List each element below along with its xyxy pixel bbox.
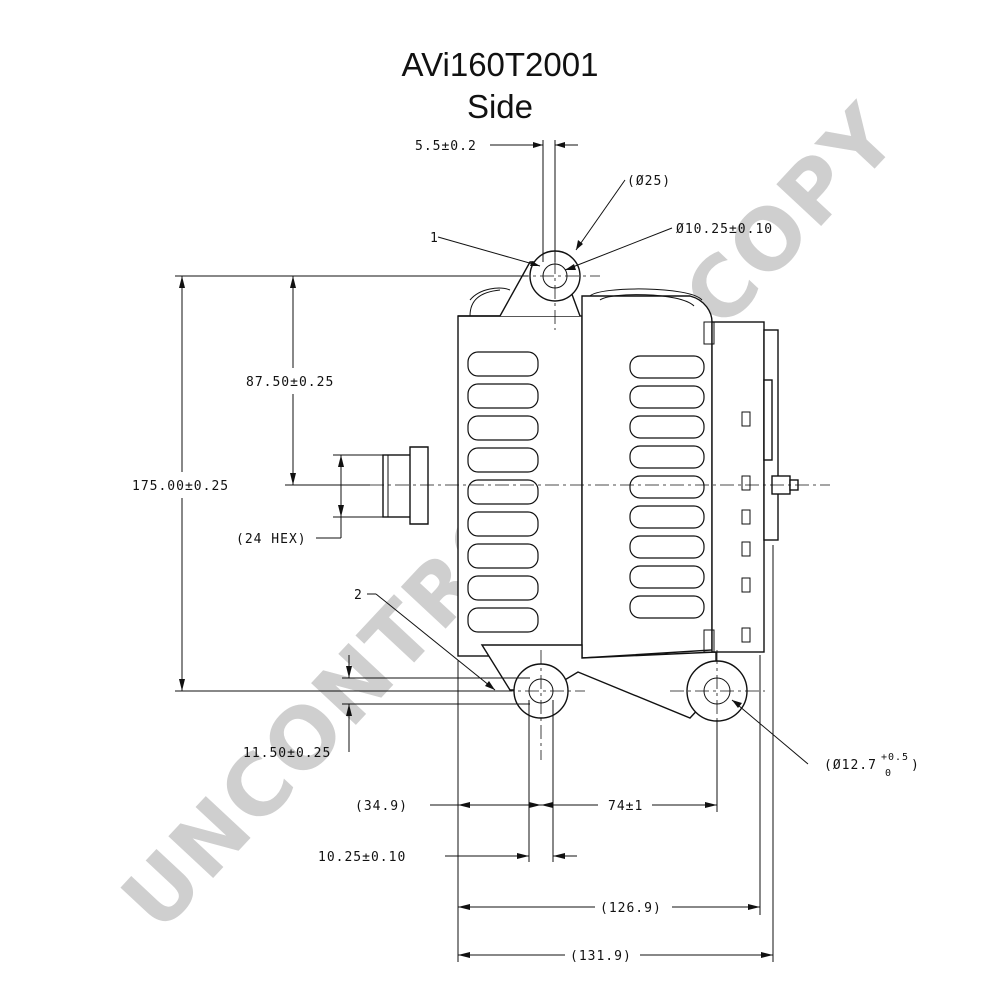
dim-hex: (24 HEX)	[236, 532, 307, 547]
rear-vent-slots	[629, 355, 705, 619]
dim-front-offset: (34.9)	[355, 799, 408, 814]
dim-hole-diameter-bottom: 10.25±0.10	[318, 850, 406, 865]
centerlines	[370, 235, 830, 760]
dim-hole-diameter-top: Ø10.25±0.10	[676, 222, 773, 237]
front-vent-slots	[467, 351, 539, 633]
dim-rear-hole-tol-upper: +0.5	[881, 752, 909, 763]
dim-rear-hole-close: )	[911, 758, 920, 773]
dim-overall-131: (131.9)	[570, 949, 632, 964]
dim-overall-126: (126.9)	[600, 901, 662, 916]
dim-boss-diameter: (Ø25)	[627, 174, 671, 189]
dimension-geometry	[175, 140, 809, 962]
dim-rear-hole-tol-lower: 0	[885, 768, 892, 779]
dim-full-height: 175.00±0.25	[132, 479, 229, 494]
dim-top-offset: 5.5±0.2	[415, 139, 477, 154]
dim-foot-offset: 11.50±0.25	[243, 746, 331, 761]
callout-2: 2	[354, 588, 363, 603]
dim-rear-hole-diameter: (Ø12.7 +0.5 0 )	[824, 752, 920, 779]
dim-hole-spacing: 74±1	[608, 799, 643, 814]
callout-1: 1	[430, 231, 439, 246]
drawing-title: AVi160T2001	[402, 46, 599, 83]
dim-rear-hole-dia-text: (Ø12.7	[824, 758, 877, 773]
drawing-subtitle: Side	[467, 88, 533, 125]
dim-half-height: 87.50±0.25	[246, 375, 334, 390]
